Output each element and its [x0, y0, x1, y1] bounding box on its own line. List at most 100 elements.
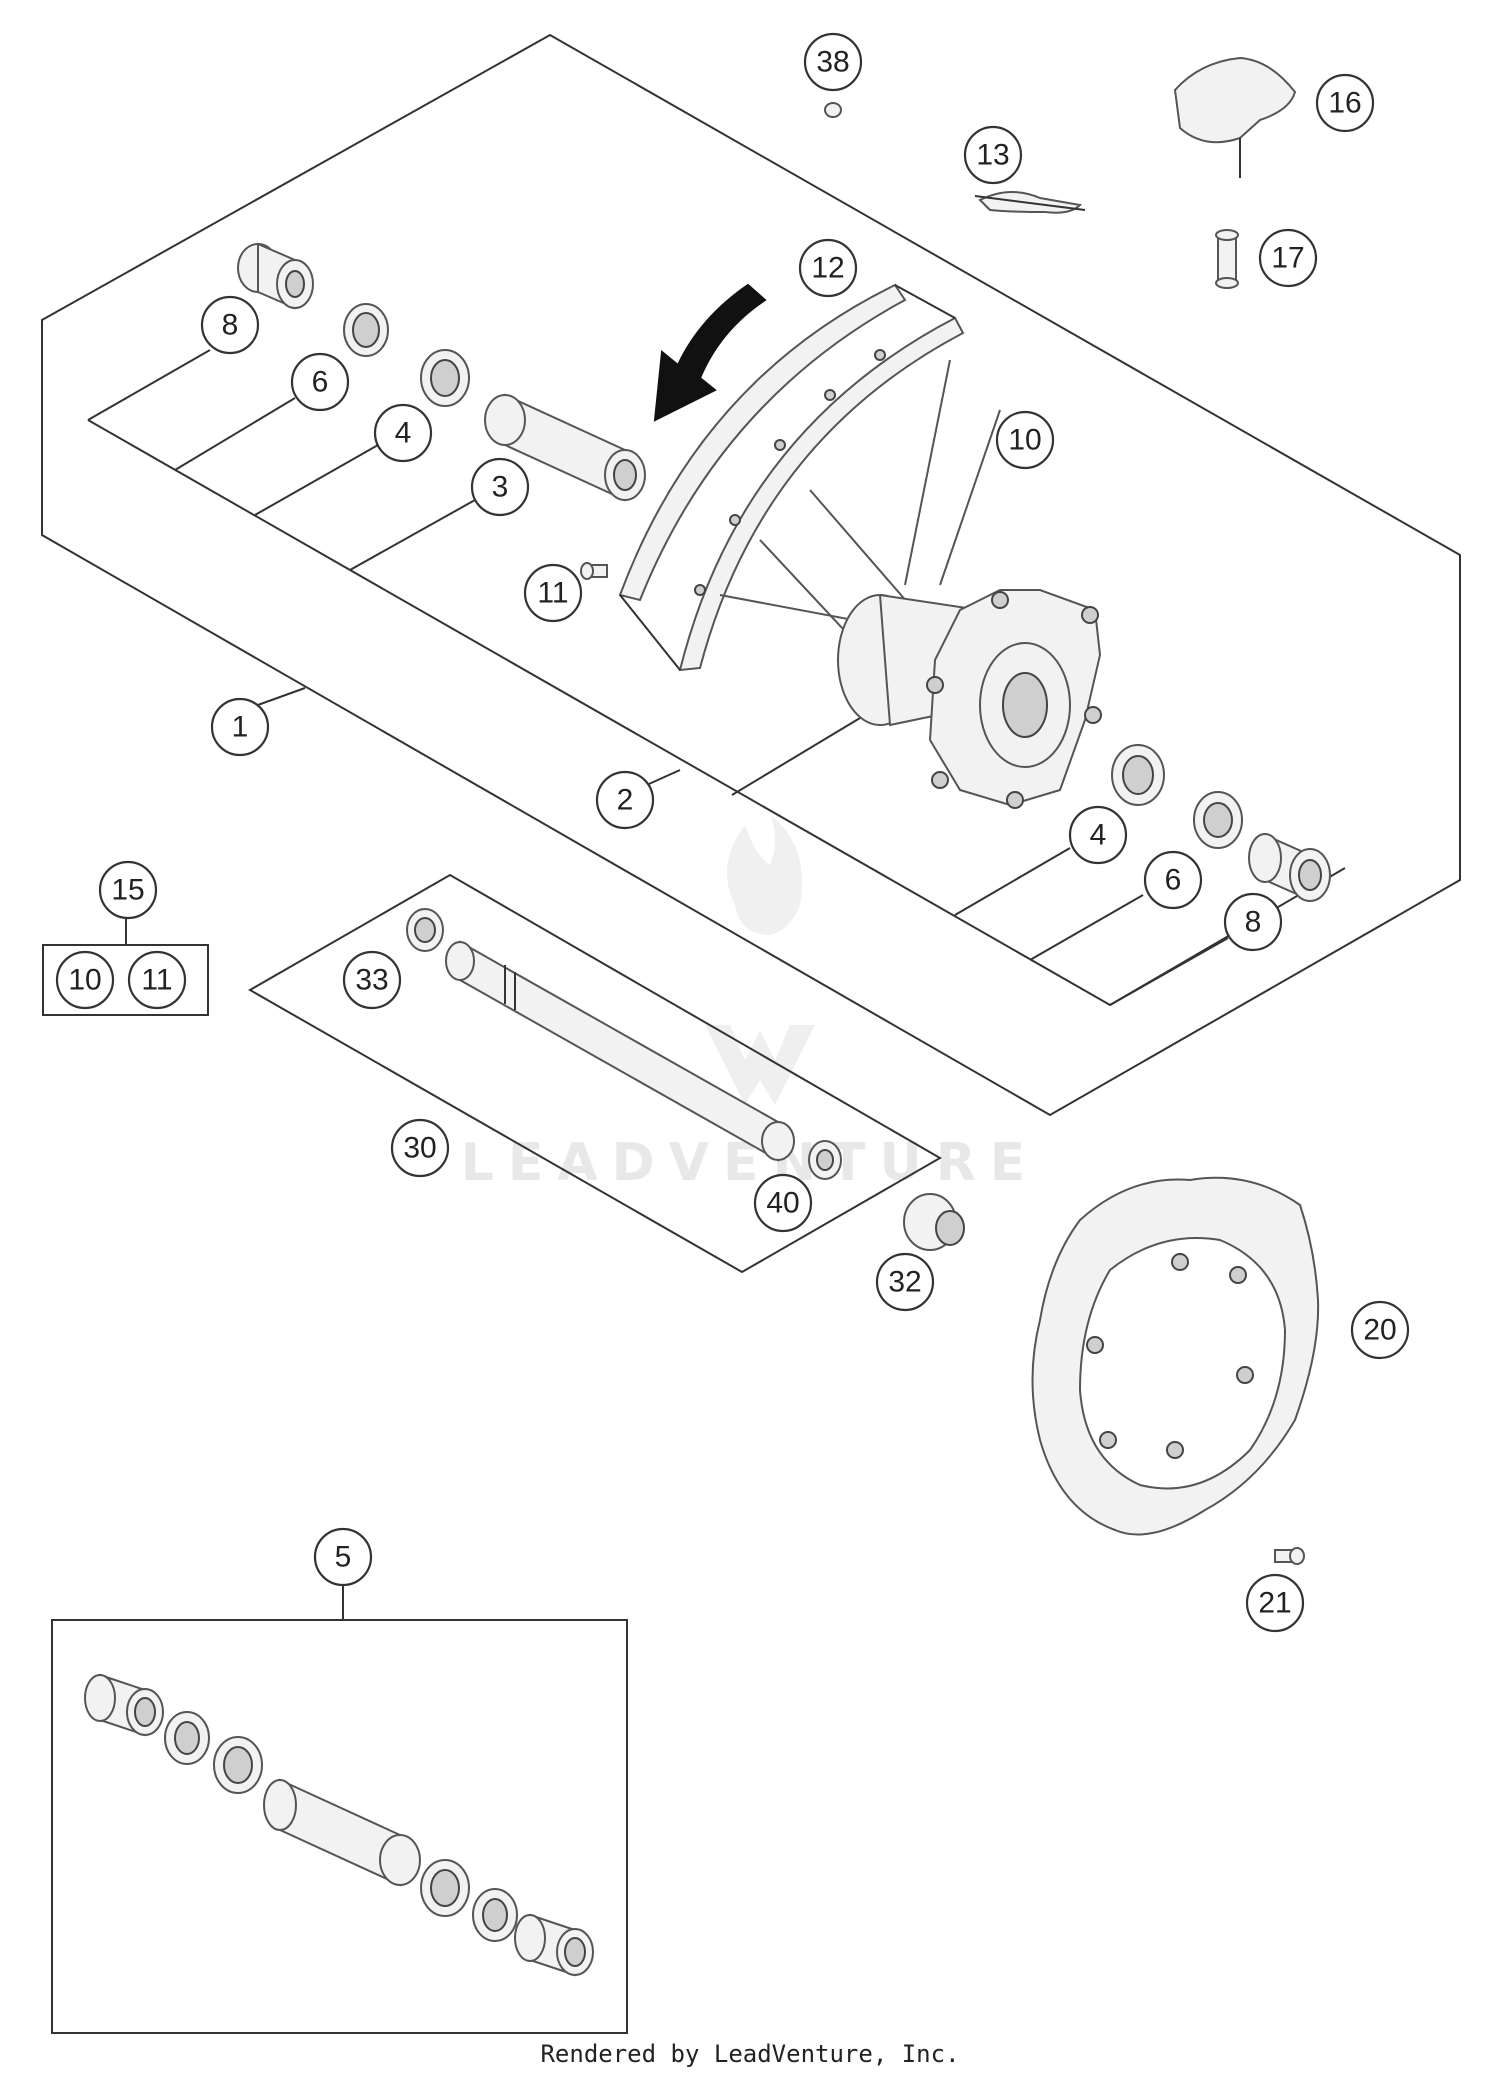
callout-number: 11 [537, 577, 568, 610]
rotation-arrow-icon [653, 283, 767, 422]
callout-circle [1245, 1573, 1305, 1633]
callout-number: 30 [403, 1132, 436, 1165]
kit-seal-right [472, 1888, 518, 1942]
callout-number: 12 [811, 252, 844, 285]
callout-13: 13 [963, 125, 1023, 185]
callout-number: 21 [1258, 1587, 1291, 1620]
callout-number: 17 [1271, 242, 1304, 275]
callout-20: 20 [1350, 1300, 1410, 1360]
spacer-tube-3 [484, 393, 646, 502]
callout-circle [342, 950, 402, 1010]
callout-11: 11 [523, 563, 583, 623]
callout-number: 16 [1328, 87, 1361, 120]
brake-disc-20 [1031, 1176, 1320, 1536]
callout-circle [313, 1527, 373, 1587]
callout-11: 11 [127, 950, 187, 1010]
hub-parts-frame [87, 419, 1346, 1007]
callout-circle [595, 770, 655, 830]
footer-credit: Rendered by LeadVenture, Inc. [540, 2040, 960, 2068]
axle-assembly-outline [247, 873, 943, 1274]
callout-circle [200, 295, 260, 355]
callout-circle [1223, 892, 1283, 952]
callout-circle [875, 1252, 935, 1312]
seal-6-right [1193, 791, 1243, 849]
callout-16: 16 [1315, 73, 1375, 133]
callout-4: 4 [373, 403, 433, 463]
callout-number: 13 [976, 139, 1009, 172]
callout-circle [1068, 805, 1128, 865]
right-bearing-stack [1111, 744, 1331, 902]
callout-38: 38 [803, 32, 863, 92]
callout-number: 33 [355, 964, 388, 997]
callout-circle [1143, 850, 1203, 910]
bolt-11 [580, 562, 608, 580]
callout-1: 1 [210, 697, 270, 757]
kit-bearing-left [213, 1736, 263, 1794]
wheel-assembly-outline [41, 33, 1461, 1117]
kit-seal-left [164, 1711, 210, 1765]
seal-6-left [343, 303, 389, 357]
callout-number: 11 [141, 964, 172, 997]
callout-5: 5 [313, 1527, 373, 1587]
callout-circle [290, 352, 350, 412]
callout-number: 32 [888, 1266, 921, 1299]
bearing-4-right [1111, 744, 1165, 806]
rim-12 [618, 283, 965, 672]
callout-number: 10 [68, 964, 101, 997]
callout-number: 4 [1090, 819, 1107, 852]
callout-circle [373, 403, 433, 463]
kit-spacer-left [84, 1673, 164, 1737]
callout-12: 12 [798, 238, 858, 298]
callout-circle [55, 950, 115, 1010]
callout-circle [753, 1173, 813, 1233]
callout-2: 2 [595, 770, 655, 830]
callout-number: 3 [492, 471, 509, 504]
bearing-kit-box [51, 1585, 628, 2034]
callout-number: 6 [312, 366, 329, 399]
callout-8: 8 [1223, 892, 1283, 952]
spacer-32 [903, 1193, 965, 1251]
valve-cap-38 [824, 102, 842, 118]
callout-number: 20 [1363, 1314, 1396, 1347]
callout-circle [1258, 228, 1318, 288]
kit-spacer-right [514, 1913, 594, 1977]
valve-16 [1173, 56, 1297, 178]
callout-number: 2 [617, 784, 634, 817]
callout-circle [390, 1118, 450, 1178]
callout-number: 38 [816, 46, 849, 79]
callout-number: 6 [1165, 864, 1182, 897]
callout-6: 6 [290, 352, 350, 412]
spacer-8-left [237, 242, 314, 310]
callout-40: 40 [753, 1173, 813, 1233]
valve-nut-17 [1215, 229, 1239, 289]
callout-10: 10 [995, 410, 1055, 470]
axle-parts [406, 908, 842, 1180]
callout-circle [127, 950, 187, 1010]
nut-33 [406, 908, 444, 952]
callout-15: 15 [98, 860, 158, 920]
callout-8: 8 [200, 295, 260, 355]
rim-band-13 [974, 190, 1086, 214]
callout-number: 1 [232, 711, 249, 744]
washer-40 [808, 1140, 842, 1180]
callout-number: 15 [111, 874, 144, 907]
callout-circle [210, 697, 270, 757]
callout-number: 4 [395, 417, 412, 450]
callout-circle [995, 410, 1055, 470]
callout-number: 8 [222, 309, 239, 342]
callout-circle [470, 457, 530, 517]
leader-lines-right [954, 847, 1229, 1006]
kit-bearing-right [420, 1859, 470, 1917]
kit-spacer-tube [263, 1778, 421, 1887]
callout-circle [1350, 1300, 1410, 1360]
callout-circle [798, 238, 858, 298]
callout-30: 30 [390, 1118, 450, 1178]
spacer-8-right [1248, 833, 1331, 902]
bearing-kit-parts [84, 1673, 594, 1977]
callout-number: 8 [1245, 906, 1262, 939]
callout-number: 5 [335, 1541, 352, 1574]
hub-2 [837, 589, 1102, 809]
